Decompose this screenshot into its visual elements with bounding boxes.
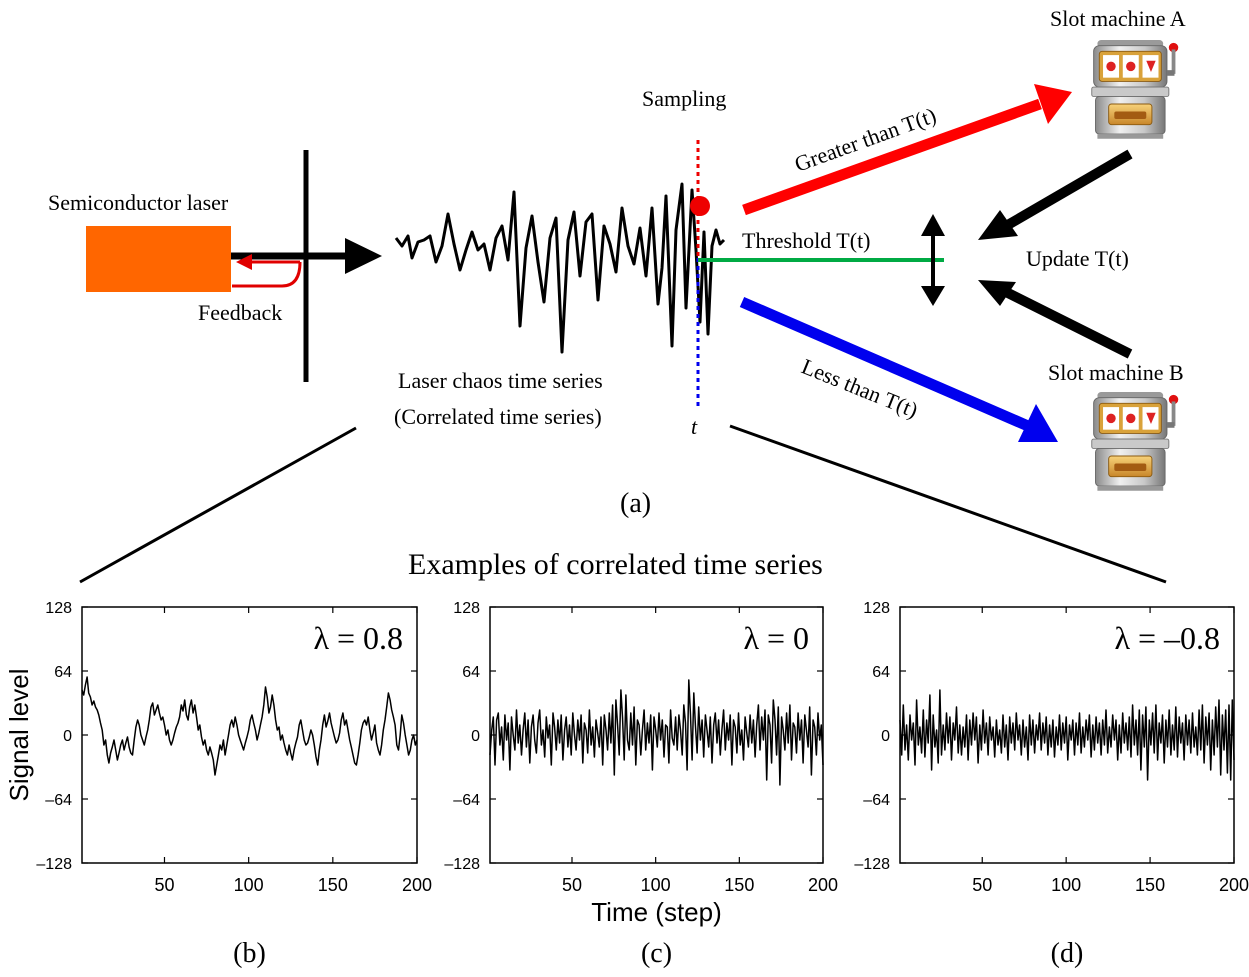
x-tick-label: 50 xyxy=(972,875,992,895)
x-tick-label: 150 xyxy=(318,875,348,895)
lambda-label: λ = 0.8 xyxy=(313,620,403,656)
panel-a-label: (a) xyxy=(620,488,651,519)
y-tick-label: –128 xyxy=(36,856,72,873)
y-tick-label: –64 xyxy=(45,792,72,809)
slot-machine-icon xyxy=(1091,391,1179,492)
update-arrow-from-b xyxy=(1003,287,1133,359)
x-tick-label: 150 xyxy=(1135,875,1165,895)
y-tick-label: 128 xyxy=(863,600,890,617)
y-tick-label: 64 xyxy=(872,664,890,681)
less-arrow-shaft xyxy=(739,296,1031,432)
y-tick-label: 0 xyxy=(63,728,72,745)
less-arrowhead xyxy=(1018,404,1058,442)
slot-machine-icon xyxy=(1091,39,1179,140)
y-tick-label: 0 xyxy=(471,728,480,745)
slot-a-label: Slot machine A xyxy=(1050,6,1186,31)
x-tick-label: 50 xyxy=(154,875,174,895)
zoom-line-right xyxy=(729,424,1167,584)
y-tick-label: –64 xyxy=(863,792,890,809)
y-tick-label: 64 xyxy=(54,664,72,681)
lambda-label: λ = –0.8 xyxy=(1114,620,1220,656)
threshold-down-arrowhead xyxy=(921,286,945,306)
zoom-line-left xyxy=(79,426,357,584)
greater-arrow-shaft xyxy=(742,98,1042,216)
x-tick-label: 200 xyxy=(1219,875,1249,895)
chart-panel: 128 64 0 –64 –128 50 100 150 200 λ = 0.8 (b) Signal… xyxy=(4,600,432,969)
panel-label: (b) xyxy=(233,938,266,969)
y-tick-label: 0 xyxy=(881,728,890,745)
feedback-label: Feedback xyxy=(198,300,282,325)
panel-label: (d) xyxy=(1051,938,1084,969)
x-tick-label: 200 xyxy=(808,875,838,895)
laser-output-arrowhead xyxy=(345,238,382,274)
x-tick-label: 150 xyxy=(724,875,754,895)
less-label: Less than T(t) xyxy=(798,353,921,422)
y-tick-label: –64 xyxy=(453,792,480,809)
slot-b-label: Slot machine B xyxy=(1048,360,1184,385)
x-axis-label: Time (step) xyxy=(591,897,722,927)
y-tick-label: –128 xyxy=(444,856,480,873)
y-axis-label: Signal level xyxy=(4,669,34,802)
feedback-loop xyxy=(232,261,302,288)
update-arrow-from-a xyxy=(1003,149,1133,231)
lambda-label: λ = 0 xyxy=(743,620,809,656)
update-arrowhead-a xyxy=(978,210,1018,240)
x-tick-label: 100 xyxy=(234,875,264,895)
chaos-label-line1: Laser chaos time series xyxy=(398,368,603,393)
y-tick-label: 64 xyxy=(462,664,480,681)
series-line xyxy=(899,689,1235,781)
chart-panel: 128 64 0 –64 –128 50 100 150 200 λ = –0.8 (d) xyxy=(854,600,1249,969)
laser-label: Semiconductor laser xyxy=(48,190,229,215)
y-tick-label: –128 xyxy=(854,856,890,873)
greater-arrowhead xyxy=(1034,84,1072,124)
update-arrowhead-b xyxy=(978,280,1016,306)
laser-diagram: Semiconductor laser Feedback Sampling t … xyxy=(48,6,1186,584)
time-t-label: t xyxy=(691,414,698,439)
threshold-up-arrowhead xyxy=(921,214,945,236)
x-tick-label: 200 xyxy=(402,875,432,895)
chaos-waveform xyxy=(394,182,726,354)
threshold-label: Threshold T(t) xyxy=(742,228,871,253)
x-tick-label: 100 xyxy=(1051,875,1081,895)
x-tick-label: 50 xyxy=(562,875,582,895)
update-label: Update T(t) xyxy=(1026,246,1129,271)
chaos-label-line2: (Correlated time series) xyxy=(394,404,602,429)
panel-label: (c) xyxy=(641,938,672,969)
y-tick-label: 128 xyxy=(45,600,72,617)
example-charts: 128 64 0 –64 –128 50 100 150 200 λ = 0.8 (b) Signal… xyxy=(4,600,1249,969)
examples-title: Examples of correlated time series xyxy=(408,548,823,581)
chart-panel: 128 64 0 –64 –128 50 100 150 200 λ = 0 (c) Time (st… xyxy=(444,600,838,969)
sampling-label: Sampling xyxy=(642,86,726,111)
sample-point xyxy=(690,196,710,216)
x-tick-label: 100 xyxy=(641,875,671,895)
y-tick-label: 128 xyxy=(453,600,480,617)
semiconductor-laser-block xyxy=(86,226,231,292)
feedback-arrowhead xyxy=(236,254,252,270)
series-line xyxy=(489,679,824,786)
series-line xyxy=(81,676,418,776)
